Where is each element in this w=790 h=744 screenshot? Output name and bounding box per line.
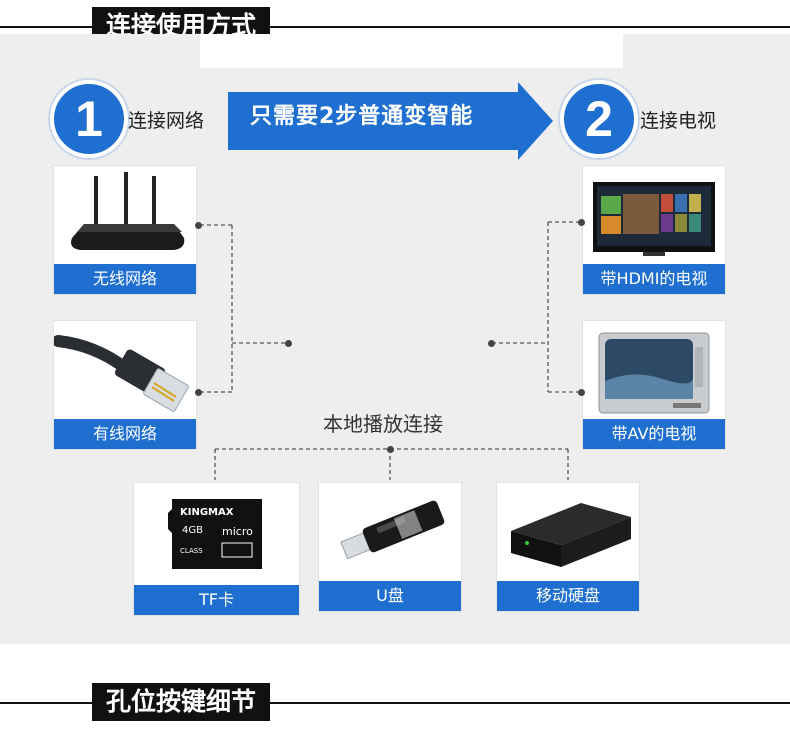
tv-card-av-label: 带AV的电视 bbox=[583, 419, 725, 449]
usb-drive-icon bbox=[340, 500, 445, 560]
banner-text: 只需要2步普通变智能 bbox=[250, 104, 474, 129]
network-card-wireless: 无线网络 bbox=[53, 165, 197, 295]
device-card-tf: KINGMAX 4GB micro CLASS TF卡 bbox=[133, 482, 300, 616]
ethernet-cable-icon bbox=[54, 335, 189, 412]
tf-card-icon: KINGMAX 4GB micro CLASS bbox=[168, 499, 262, 569]
step-2-label: 连接电视 bbox=[640, 110, 717, 132]
connector-dot bbox=[285, 340, 292, 347]
connector-dot bbox=[195, 222, 202, 229]
connector-dot bbox=[488, 340, 495, 347]
network-card-wired-label: 有线网络 bbox=[54, 419, 196, 449]
step-2-badge: 2 bbox=[560, 80, 638, 158]
tv-card-av: 带AV的电视 bbox=[582, 320, 726, 450]
hard-drive-icon bbox=[511, 503, 631, 567]
bottom-title-rule bbox=[0, 702, 790, 704]
connector-dot bbox=[578, 219, 585, 226]
router-icon bbox=[71, 172, 185, 250]
banner-arrow bbox=[228, 82, 553, 160]
connector-dot bbox=[387, 446, 394, 453]
connector-dot bbox=[195, 389, 202, 396]
tf-card-class: CLASS bbox=[180, 547, 203, 555]
device-card-tf-label: TF卡 bbox=[134, 585, 299, 615]
connector-dot bbox=[578, 389, 585, 396]
section-title-ports: 孔位按键细节 bbox=[92, 683, 271, 721]
crt-tv-icon bbox=[598, 332, 710, 414]
tf-card-capacity: 4GB bbox=[182, 525, 203, 536]
tf-card-micro: micro bbox=[222, 525, 253, 538]
device-card-hdd-label: 移动硬盘 bbox=[497, 581, 639, 611]
tv-card-hdmi-label: 带HDMI的电视 bbox=[583, 264, 725, 294]
top-title-rule bbox=[0, 26, 790, 28]
device-card-usb-label: U盘 bbox=[319, 581, 461, 611]
step-1-label: 连接网络 bbox=[128, 110, 205, 132]
device-card-usb: U盘 bbox=[318, 482, 462, 612]
step-1-badge: 1 bbox=[50, 80, 128, 158]
flat-tv-icon bbox=[593, 182, 715, 256]
panel-top-white-strip bbox=[200, 34, 623, 68]
local-playback-title: 本地播放连接 bbox=[323, 412, 443, 436]
network-card-wired: 有线网络 bbox=[53, 320, 197, 450]
device-card-hdd: 移动硬盘 bbox=[496, 482, 640, 612]
tv-card-hdmi: 带HDMI的电视 bbox=[582, 165, 726, 295]
network-card-wireless-label: 无线网络 bbox=[54, 264, 196, 294]
tf-card-brand: KINGMAX bbox=[180, 507, 234, 518]
